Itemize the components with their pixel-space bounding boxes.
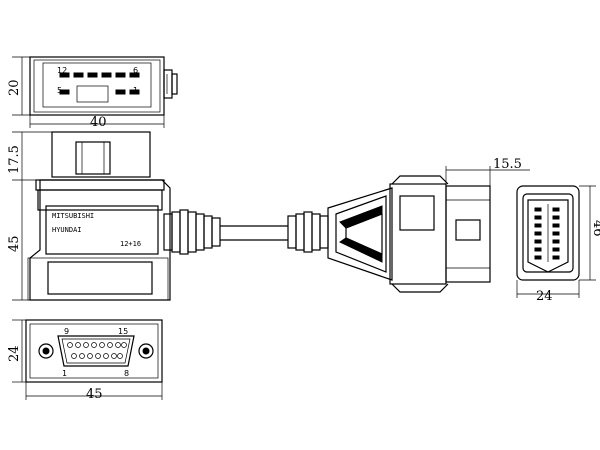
pin-label-6: 6 [133, 66, 138, 75]
side-view-dimensions: 17.5 45 [7, 131, 52, 301]
obd-side-connector [287, 175, 491, 293]
dim-top-height: 20 [7, 79, 22, 96]
obd-depth-dimensions: 15.5 [445, 157, 530, 186]
label-pin-spec: 12+16 [120, 240, 141, 248]
db15-dimensions: 24 45 [7, 319, 163, 402]
dim-side-body-height: 45 [7, 235, 22, 252]
pin-label-5: 5 [57, 86, 62, 95]
dim-obd-depth: 15.5 [493, 157, 522, 172]
db-pin-label-8: 8 [124, 369, 129, 378]
top-view-dimensions: 20 40 [7, 56, 165, 130]
dim-obd-face-width: 24 [536, 289, 553, 304]
dim-db-width: 45 [86, 387, 103, 402]
side-view-connector-body: MITSUBISHI HYUNDAI 12+16 [27, 131, 221, 301]
pin-label-12: 12 [57, 66, 67, 75]
obd-face-view [516, 185, 580, 281]
obd-face-dimensions: 46 24 [516, 185, 600, 304]
pin-label-1: 1 [133, 86, 138, 95]
dim-top-width: 40 [90, 115, 107, 130]
top-view-connector: 12 6 5 1 [29, 56, 178, 116]
db-pin-label-9: 9 [64, 327, 69, 336]
dim-side-top-height: 17.5 [7, 145, 22, 174]
cable [220, 225, 288, 241]
db-pin-label-1: 1 [62, 369, 67, 378]
label-hyundai: HYUNDAI [52, 226, 82, 234]
db-pin-label-15: 15 [118, 327, 128, 336]
db15-connector-view: 9 15 1 8 [25, 319, 163, 383]
label-mitsubishi: MITSUBISHI [52, 212, 94, 220]
dim-obd-face-height: 46 [590, 220, 600, 237]
dim-db-height: 24 [7, 345, 22, 362]
